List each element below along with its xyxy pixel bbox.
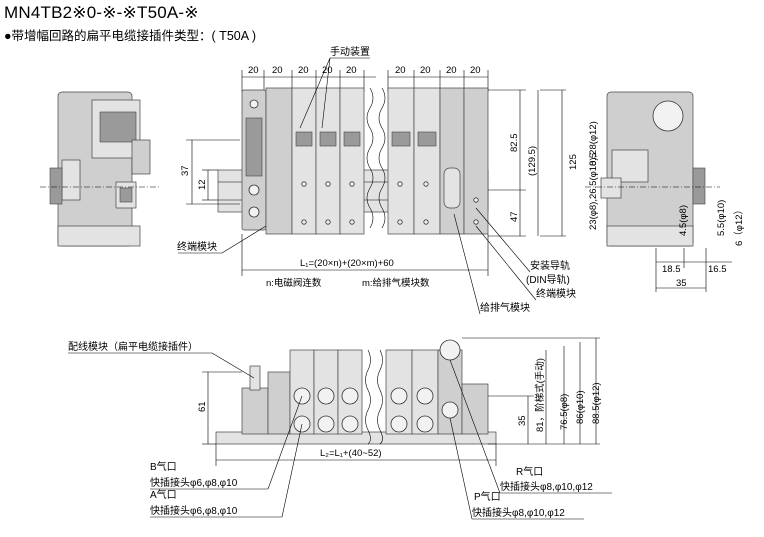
dim-bottom-35: 35 [517, 415, 528, 426]
dim-76-5: 76.5(φ8) [559, 394, 570, 430]
label-supply-block: 给排气模块 [480, 301, 530, 314]
label-r-fitting: 快插接头φ8,φ10,φ12 [500, 480, 593, 493]
label-a-port: A气口 [150, 488, 177, 501]
label-r-port: R气口 [516, 465, 543, 478]
label-din-rail-2: (DIN导轨) [526, 273, 570, 286]
top-front-view: 20 20 20 20 20 20 20 20 20 [177, 45, 579, 315]
pitch-dim-8: 20 [446, 65, 457, 76]
pitch-dim-1: 20 [248, 65, 259, 76]
dim-37: 37 [180, 165, 191, 176]
left-side-view [40, 91, 160, 247]
bottom-plan-view: 61 35 81，阶梯式(手动) 76.5(φ8) 86(φ10) 88.5(φ… [68, 337, 612, 520]
page-subtitle: ●带增幅回路的扁平电缆接插件类型：( T50A ) [4, 29, 257, 43]
pitch-dim-4: 20 [322, 65, 333, 76]
dim-right-port-heights: 23(φ8),26.5(φ10),28(φ12) [588, 121, 599, 230]
dim-88-5: 88.5(φ12) [591, 382, 602, 424]
dim-82-5: 82.5 [509, 134, 520, 153]
label-a-fitting: 快插接头φ6,φ8,φ10 [150, 504, 238, 517]
pitch-dim-2: 20 [272, 65, 283, 76]
pitch-dim-3: 20 [298, 65, 309, 76]
formula-l2: L₂=L₁+(40~52) [320, 448, 382, 459]
note-m: m:给排气模块数 [362, 277, 430, 289]
label-b-fitting: 快插接头φ6,φ8,φ10 [150, 476, 238, 489]
dim-129-5: (129.5) [527, 146, 538, 176]
label-din-rail: 安装导轨 [530, 259, 570, 272]
dim-47: 47 [509, 211, 520, 222]
dim-81: 81，阶梯式(手动) [534, 358, 546, 432]
dim-86: 86(φ10) [575, 390, 586, 424]
dim-6: 6（φ12） [733, 205, 745, 246]
label-end-block-right: 终端模块 [536, 287, 576, 300]
page-title: MN4TB2※0-※-※T50A-※ [4, 3, 199, 22]
note-n: n:电磁阀连数 [266, 277, 322, 289]
label-wiring-block: 配线模块（扁平电缆接插件） [68, 340, 198, 353]
dim-8-5: 8.5 [588, 153, 599, 166]
label-p-port: P气口 [474, 490, 501, 503]
dim-5-5: 5.5(φ10) [716, 200, 727, 236]
label-b-port: B气口 [150, 460, 177, 473]
pitch-dim-6: 20 [395, 65, 406, 76]
pitch-dim-9: 20 [470, 65, 481, 76]
dim-125: 125 [568, 154, 579, 170]
dim-16-5: 16.5 [708, 264, 727, 275]
dim-18-5: 18.5 [662, 264, 681, 275]
dim-4-5: 4.5(φ8) [678, 205, 689, 236]
label-p-fitting: 快插接头φ8,φ10,φ12 [472, 506, 565, 519]
label-end-block-left: 终端模块 [177, 240, 217, 253]
dim-12: 12 [197, 179, 208, 190]
right-side-view: 8.5 23(φ8),26.5(φ10),28(φ12) 4.5(φ8) 5.5… [585, 91, 745, 292]
pitch-dim-7: 20 [420, 65, 431, 76]
dim-61: 61 [197, 401, 208, 412]
pitch-dim-5: 20 [346, 65, 357, 76]
dim-35: 35 [676, 278, 687, 289]
formula-l1: L₁=(20×n)+(20×m)+60 [300, 258, 394, 269]
label-manual: 手动装置 [330, 45, 370, 58]
